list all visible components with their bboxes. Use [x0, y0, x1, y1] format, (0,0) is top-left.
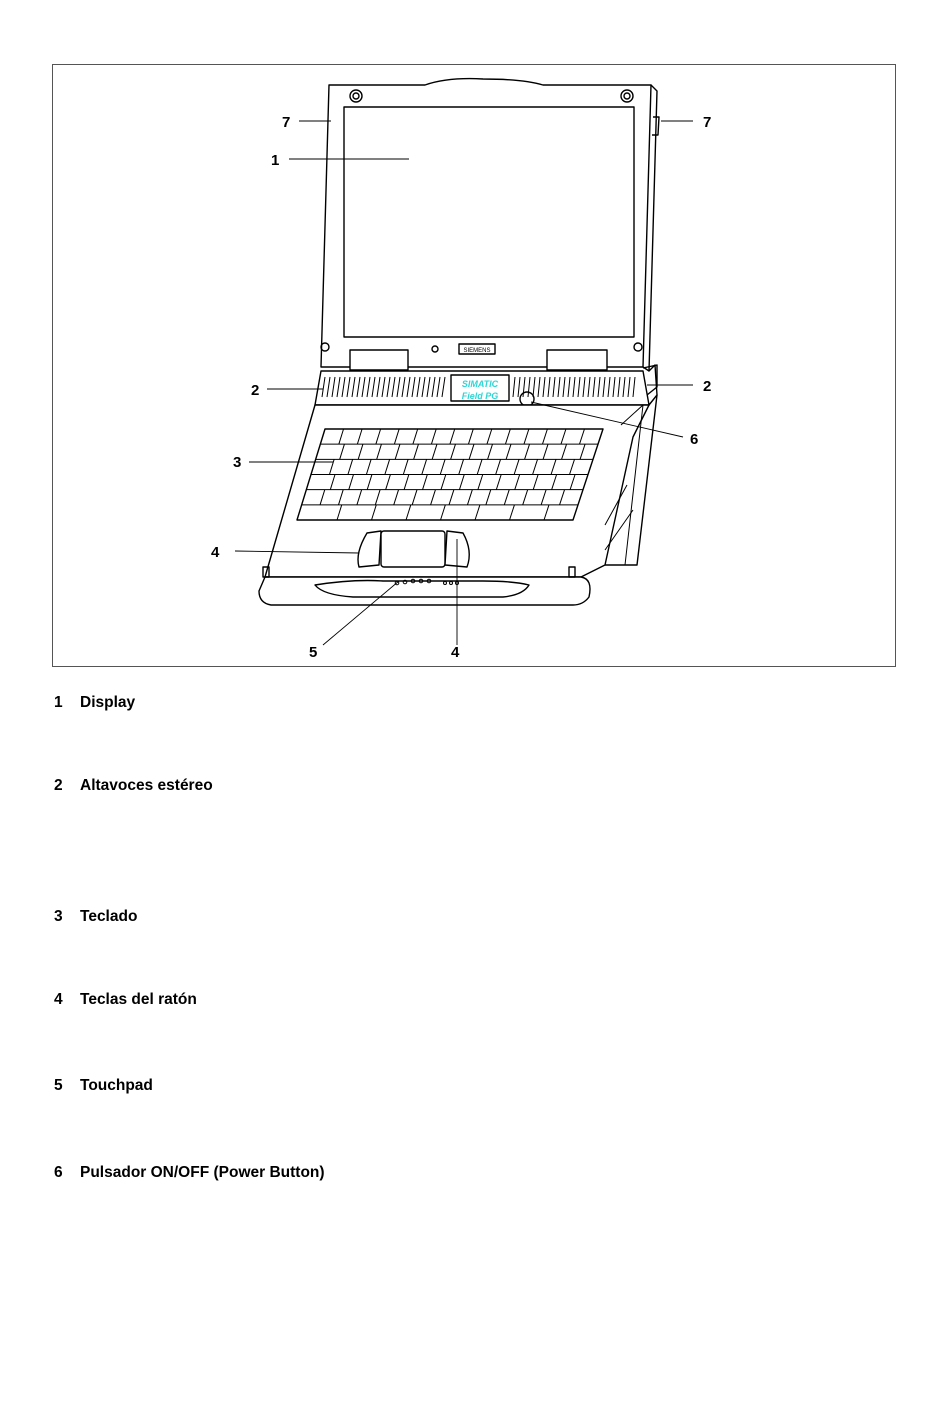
- legend-number: 3: [54, 908, 80, 926]
- callout-7-right: 7: [703, 115, 711, 130]
- callout-4-left: 4: [211, 545, 219, 560]
- legend-label: Altavoces estéreo: [80, 777, 213, 794]
- legend-label: Teclado: [80, 908, 137, 925]
- callout-3: 3: [233, 455, 241, 470]
- legend-label: Touchpad: [80, 1077, 153, 1094]
- callout-5: 5: [309, 645, 317, 660]
- legend-number: 1: [54, 694, 80, 712]
- panel-label-line1: SIMATIC: [462, 379, 499, 389]
- callout-7-left: 7: [282, 115, 290, 130]
- figure-frame: SIMATIC Field PG SIEMENS 7 7 1 2 2 6 3 4…: [52, 64, 896, 667]
- legend-label: Display: [80, 694, 135, 711]
- legend-label: Teclas del ratón: [80, 991, 197, 1008]
- callout-2-right: 2: [703, 379, 711, 394]
- legend-label: Pulsador ON/OFF (Power Button): [80, 1164, 325, 1181]
- callout-2-left: 2: [251, 383, 259, 398]
- laptop-illustration: SIMATIC Field PG SIEMENS: [53, 65, 897, 668]
- legend-number: 6: [54, 1164, 80, 1182]
- panel-label-line2: Field PG: [462, 391, 499, 401]
- legend-number: 5: [54, 1077, 80, 1095]
- callout-6: 6: [690, 432, 698, 447]
- brand-label: SIEMENS: [463, 348, 490, 354]
- callout-1: 1: [271, 153, 279, 168]
- callout-4-bottom: 4: [451, 645, 459, 660]
- legend-number: 4: [54, 991, 80, 1009]
- legend-number: 2: [54, 777, 80, 795]
